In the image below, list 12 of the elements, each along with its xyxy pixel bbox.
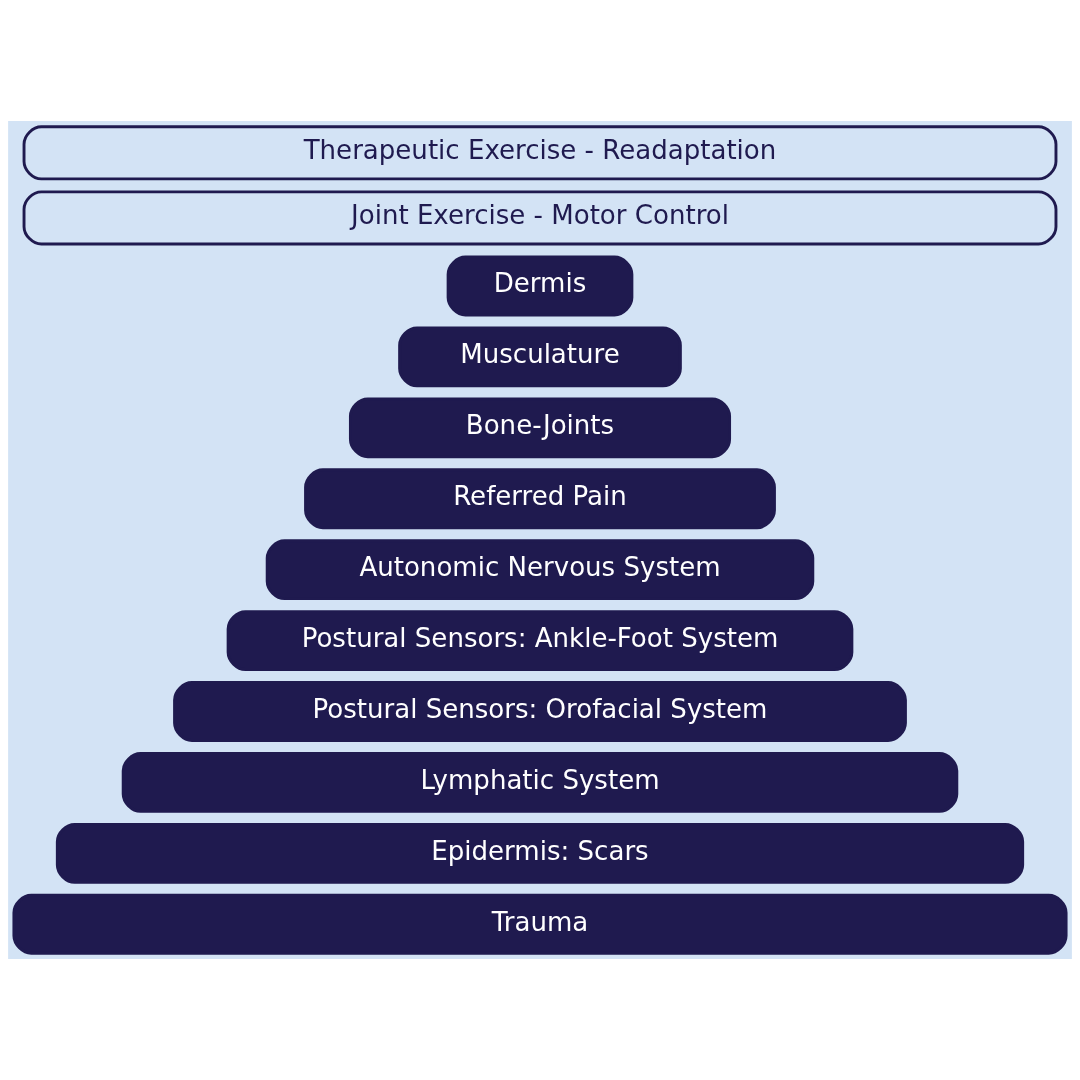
node-box: Trauma — [12, 893, 1068, 955]
node-box: Therapeutic Exercise - Readaptation — [22, 125, 1058, 181]
node-box: Postural Sensors: Ankle-Foot System — [226, 610, 854, 671]
node-box: Bone-Joints — [348, 397, 732, 459]
node-box: Joint Exercise - Motor Control — [22, 190, 1058, 246]
node-box: Referred Pain — [304, 468, 776, 530]
node-box: Lymphatic System — [121, 752, 959, 813]
node-box: Epidermis: Scars — [55, 822, 1025, 884]
node-box: Postural Sensors: Orofacial System — [173, 681, 907, 742]
node-box: Musculature — [398, 326, 682, 388]
node-box: Autonomic Nervous System — [265, 539, 815, 601]
node-box: Dermis — [446, 255, 634, 317]
